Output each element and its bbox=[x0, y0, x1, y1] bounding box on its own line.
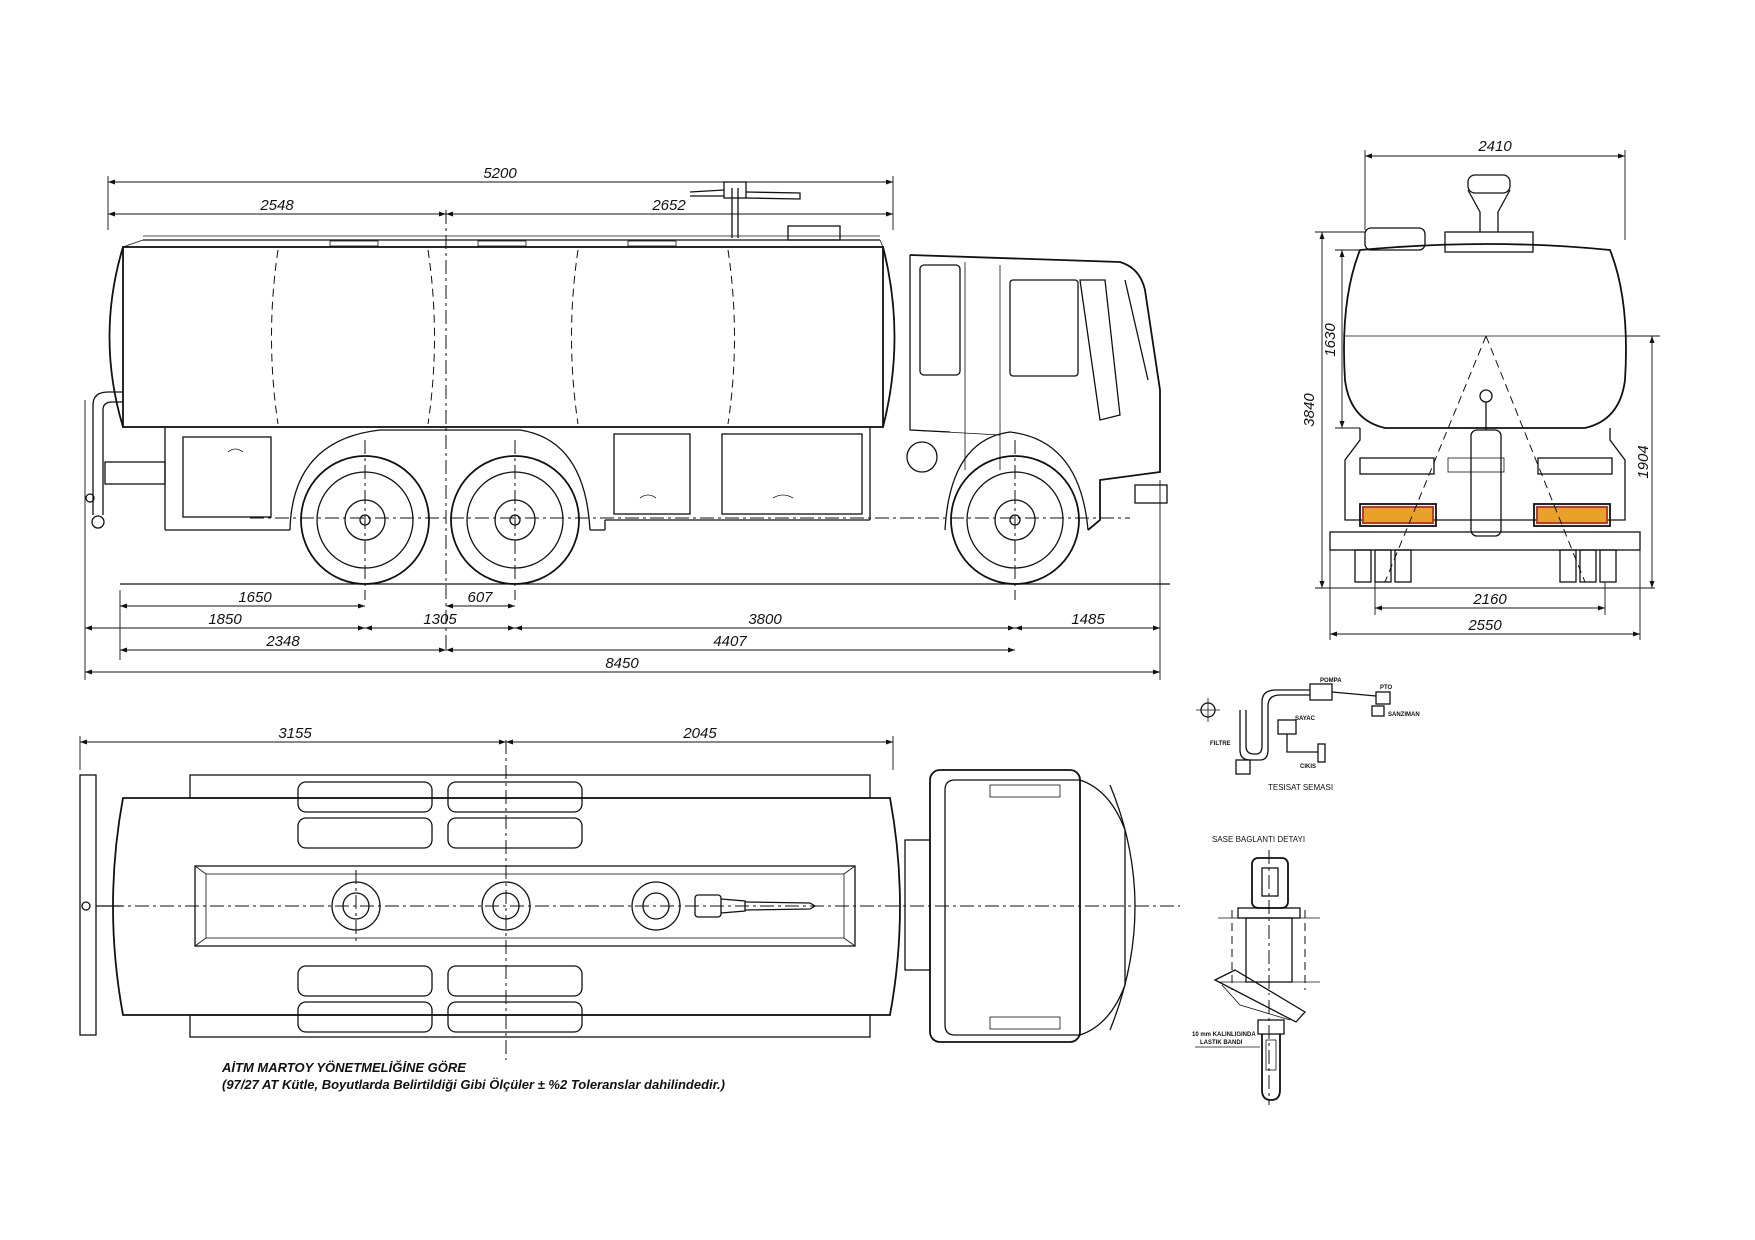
rear-dimensions: 2410 3840 1630 1904 2160 2550 bbox=[1301, 138, 1660, 640]
side-chassis bbox=[85, 391, 871, 531]
label-pump: POMPA bbox=[1320, 678, 1342, 684]
dim-rear-width-total: 2550 bbox=[1467, 617, 1502, 634]
side-dimensions: 5200 2548 2652 1650 607 1850 1305 3800 1… bbox=[84, 165, 1161, 680]
dim-3800: 3800 bbox=[748, 611, 782, 628]
label-filter: FILTRE bbox=[1210, 741, 1231, 747]
label-outlet: CIKIS bbox=[1300, 764, 1316, 770]
dim-2045: 2045 bbox=[682, 725, 717, 742]
dim-rear-width-top: 2410 bbox=[1477, 138, 1512, 155]
chassis-detail-title: SASE BAGLANTI DETAYI bbox=[1212, 835, 1305, 844]
top-wheels bbox=[297, 781, 583, 1033]
dim-2348: 2348 bbox=[265, 633, 300, 650]
chassis-detail: SASE BAGLANTI DETAYI 10 mm KALINLIGINDA … bbox=[1192, 835, 1320, 1105]
dim-4407: 4407 bbox=[713, 633, 747, 650]
dim-rear-height-tank: 1630 bbox=[1322, 323, 1339, 357]
dim-1485: 1485 bbox=[1071, 611, 1105, 628]
side-tank bbox=[108, 225, 896, 428]
dim-1650: 1650 bbox=[238, 589, 272, 606]
tolerance-note: (97/27 AT Kütle, Boyutlarda Belirtildiği… bbox=[222, 1077, 725, 1092]
rear-view bbox=[1329, 174, 1641, 583]
rubber-band-label-1: 10 mm KALINLIGINDA bbox=[1192, 1032, 1256, 1038]
dim-3155: 3155 bbox=[278, 725, 312, 742]
top-view bbox=[79, 740, 1180, 1060]
dim-1305: 1305 bbox=[423, 611, 457, 628]
label-meter: SAYAC bbox=[1295, 716, 1316, 722]
dim-8450: 8450 bbox=[605, 655, 639, 672]
side-cab bbox=[906, 254, 1168, 531]
regulation-note: AİTM MARTOY YÖNETMELİĞİNE GÖRE bbox=[222, 1060, 466, 1075]
dim-rear-track: 2160 bbox=[1472, 591, 1507, 608]
schematic-title: TESISAT SEMASI bbox=[1268, 783, 1333, 792]
dim-overall-tank: 5200 bbox=[483, 165, 517, 182]
piping-schematic: POMPA PTO SANZIMAN SAYAC FILTRE CIKIS TE… bbox=[1196, 678, 1420, 792]
side-water-cannon bbox=[689, 181, 801, 238]
dim-rear-height-total: 3840 bbox=[1301, 393, 1318, 427]
dim-1850: 1850 bbox=[208, 611, 242, 628]
top-dimensions: 3155 2045 bbox=[79, 725, 894, 770]
dim-607: 607 bbox=[467, 589, 493, 606]
dim-tank-rear: 2652 bbox=[651, 197, 686, 214]
dim-rear-height-lower: 1904 bbox=[1635, 445, 1652, 478]
side-view bbox=[85, 181, 1170, 650]
rubber-band-label-2: LASTIK BANDI bbox=[1200, 1040, 1243, 1046]
dim-tank-front: 2548 bbox=[259, 197, 294, 214]
label-gearbox: SANZIMAN bbox=[1388, 712, 1420, 718]
label-pto: PTO bbox=[1380, 685, 1393, 691]
